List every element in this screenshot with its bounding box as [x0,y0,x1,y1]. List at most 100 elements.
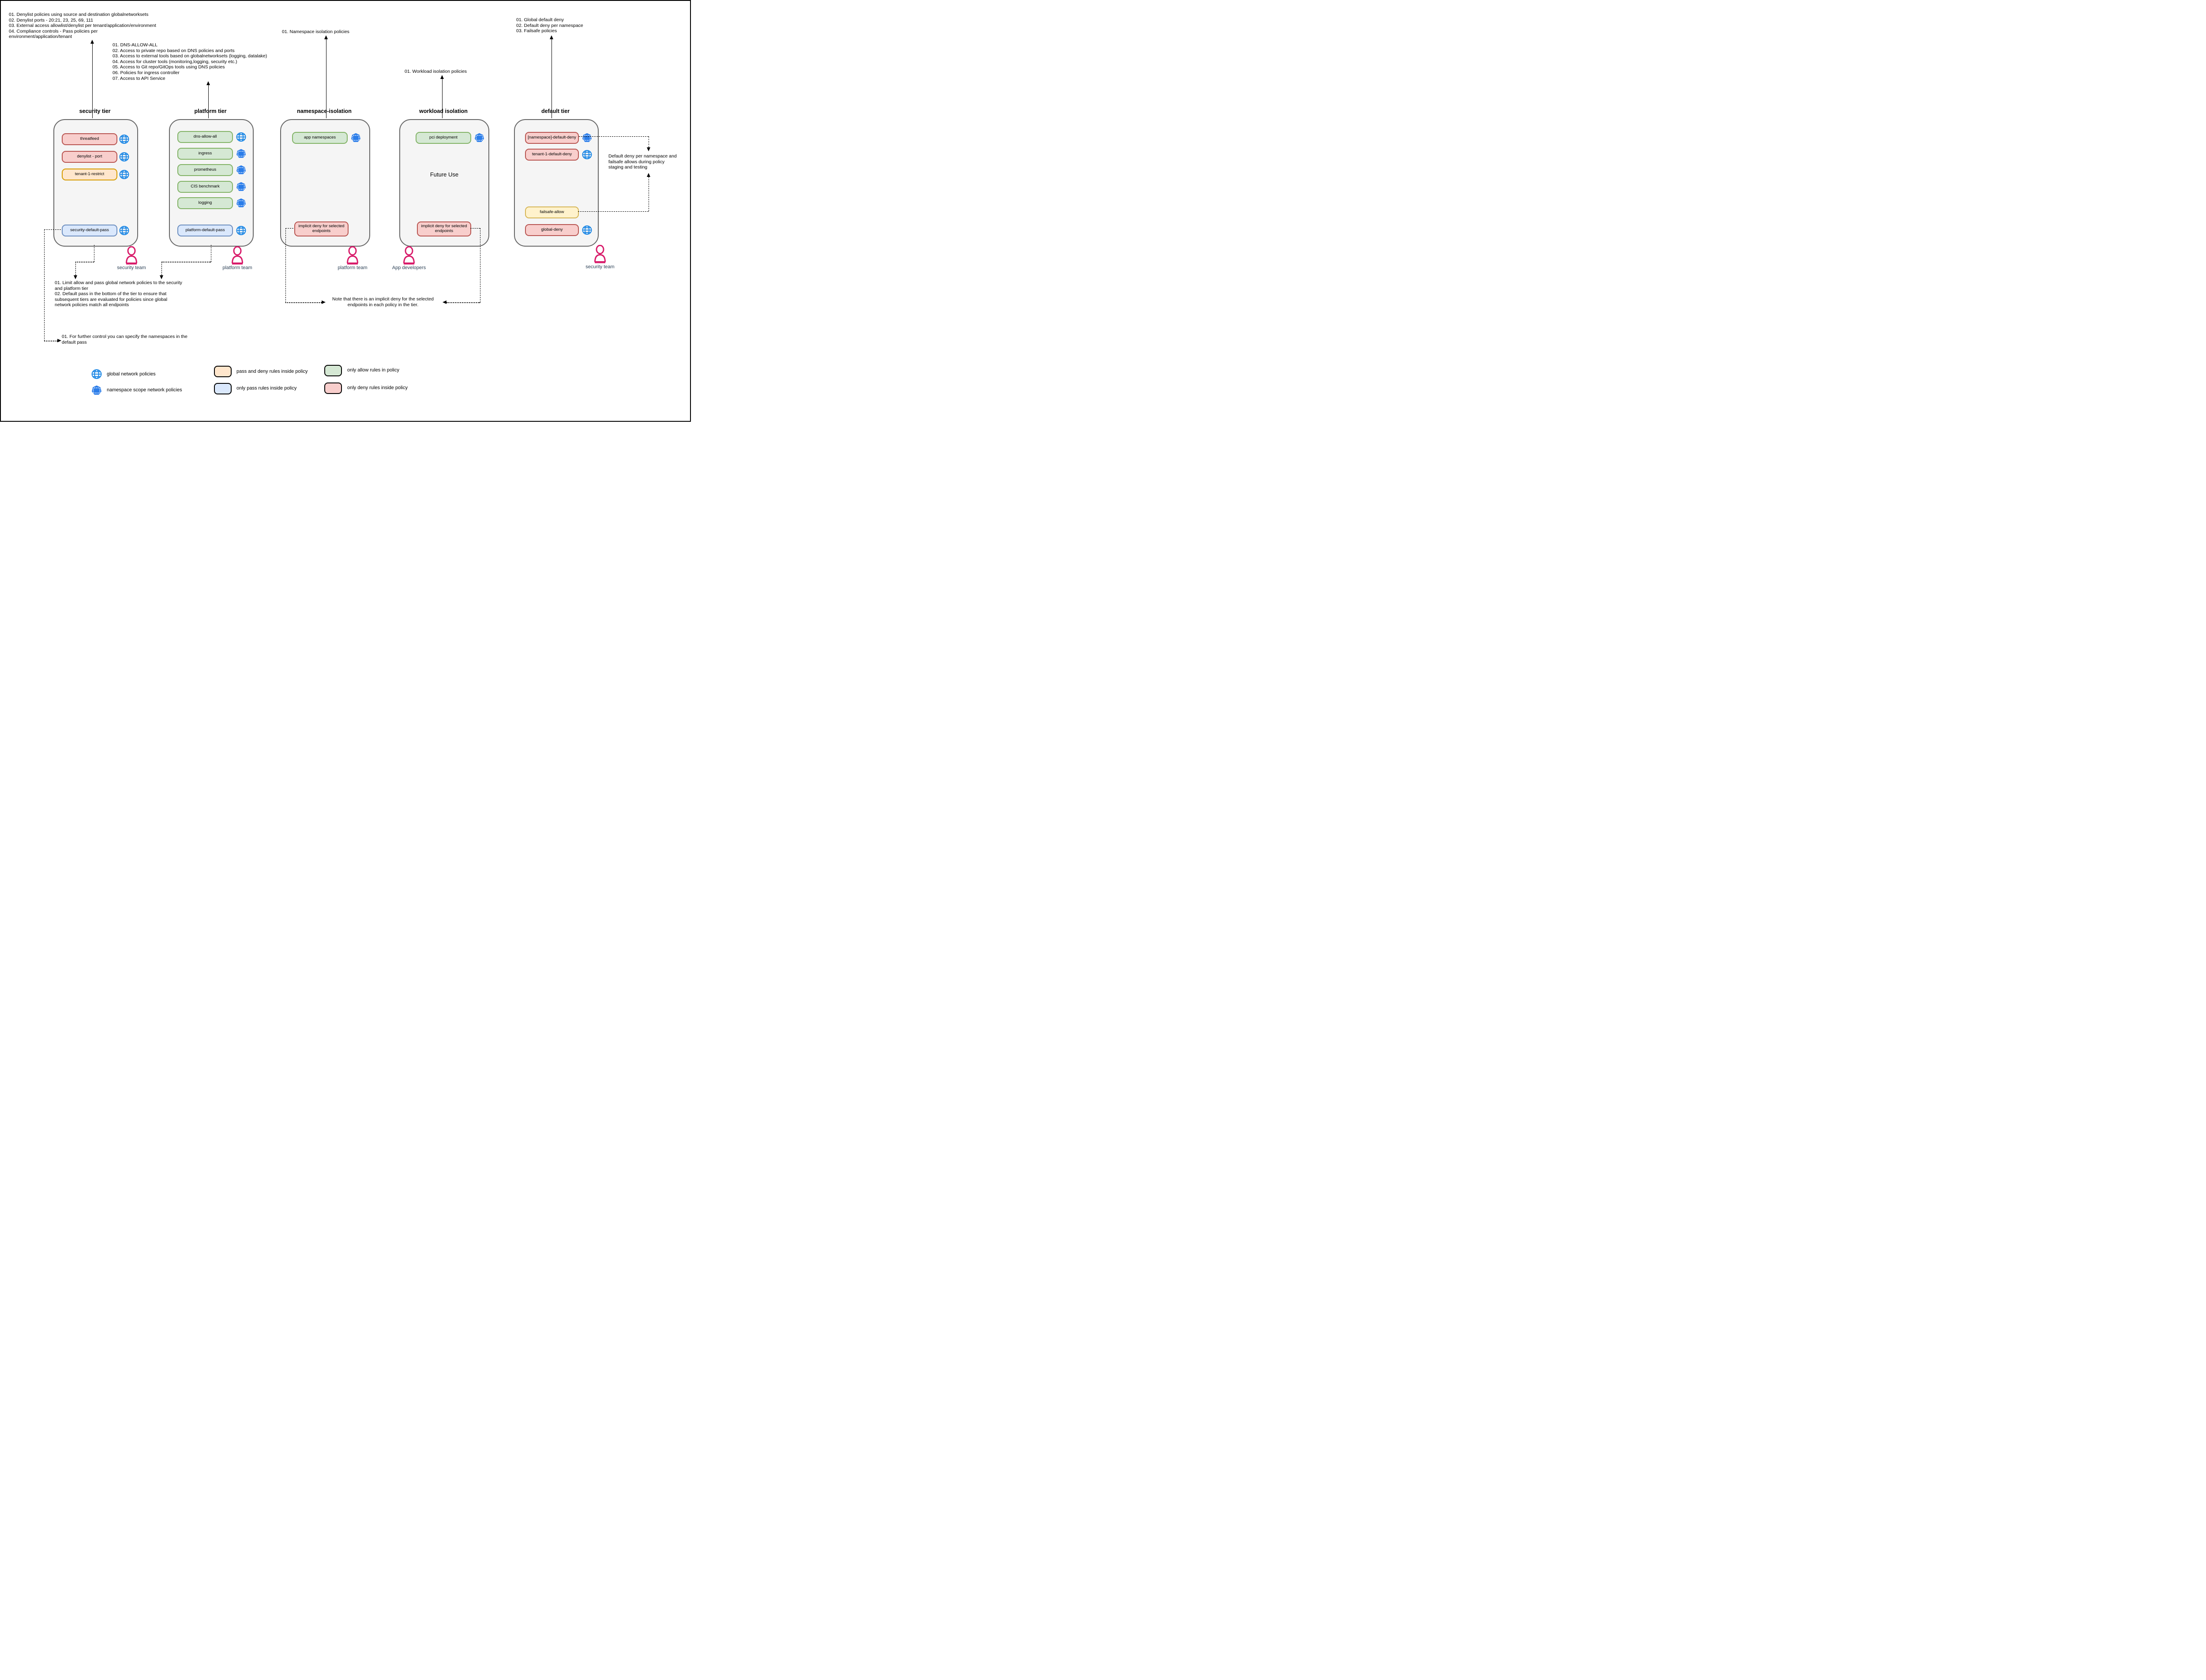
note-implicit-deny: Note that there is an implicit deny for … [332,296,434,308]
arrow-platform-to-note [208,84,209,118]
global-network-policy-icon [236,225,246,236]
legend-global-policies: global network policies [107,371,156,377]
connector-line [75,262,76,275]
namespace-policy-icon [474,133,484,143]
future-use-label: Future Use [430,171,459,178]
policy-dns-allow-all: dns-allow-all [177,131,233,143]
legend-swatch-blue [214,383,232,394]
arrowhead-down [74,275,77,279]
legend-pass-deny-rules: pass and deny rules inside policy [236,369,308,374]
note-default-policies: 01. Global default deny 02. Default deny… [516,17,583,34]
global-network-policy-icon [119,152,129,162]
legend-only-deny-rules: only deny rules inside policy [347,385,408,390]
policy-failsafe-allow: failsafe-allow [525,206,579,218]
namespace-policy-icon [236,198,246,208]
policy-global-deny: global-deny [525,224,579,236]
policy-namespace-default-deny: [namespace]-default-deny [525,132,579,144]
arrowhead-up [90,40,94,44]
connector-line [446,302,480,303]
global-network-policy-icon [119,169,129,180]
arrowhead-up [647,173,650,177]
connector-line [44,229,61,230]
policy-cis-benchmark: CIS benchmark [177,181,233,193]
policy-logging: logging [177,197,233,209]
arrowhead-up [550,35,553,39]
note-default-right: Default deny per namespace and failsafe … [608,154,677,170]
team-label-app-developers: App developers [392,265,426,270]
note-workload-policies: 01. Workload isolation policies [405,69,467,74]
connector-line [470,228,480,229]
legend-namespace-policies: namespace scope network policies [107,387,182,393]
arrowhead-right [322,300,326,304]
arrow-workload-to-note [442,78,443,118]
policy-tenant-1-default-deny: tenant-1-default-deny [525,149,579,161]
tier-box-default: [namespace]-default-deny tenant-1-defaul… [514,119,599,247]
note-limit-allow-pass: 01. Limit allow and pass global network … [55,280,182,308]
namespace-policy-icon [236,182,246,192]
global-network-policy-icon [582,150,592,160]
arrowhead-right [57,339,61,342]
global-network-policy-icon [91,369,102,379]
legend-swatch-red [324,382,342,394]
arrowhead-down [647,147,650,151]
legend-swatch-green [324,365,342,376]
policy-prometheus: prometheus [177,164,233,176]
arrow-security-to-note [92,42,93,118]
policy-pci-deployment: pci deployment [416,132,471,144]
arrowhead-down [160,275,163,279]
policy-denylist-port: denylist - port [62,151,117,163]
tier-box-security: threatfeed denylist - port tenant-1-rest… [53,119,138,247]
team-label-security-1: security team [117,265,146,270]
policy-platform-default-pass: platform-default-pass [177,225,233,236]
connector-line [285,228,293,229]
tier-box-workload-isolation: pci deployment Future Use implicit deny … [399,119,489,247]
connector-line [285,228,286,303]
note-further-control: 01. For further control you can specify … [62,334,188,345]
person-icon [345,246,360,265]
arrowhead-up [206,81,210,85]
policy-threatfeed: threatfeed [62,133,117,145]
global-network-policy-icon [119,134,129,144]
global-network-policy-icon [236,132,246,142]
note-namespace-policies: 01. Namespace isolation policies [282,29,349,34]
tier-title-platform: platform tier [194,108,227,114]
namespace-policy-icon [91,385,102,396]
global-network-policy-icon [582,225,592,235]
connector-line [285,302,322,303]
namespace-policy-icon [351,133,361,143]
tier-box-platform: dns-allow-all ingress prometheus CIS ben… [169,119,254,247]
person-icon [124,246,139,265]
policy-implicit-deny: implicit deny for selected endpoints [294,221,349,236]
team-label-platform-1: platform team [222,265,252,270]
connector-line [161,262,162,275]
connector-line [578,211,649,212]
namespace-policy-icon [236,165,246,175]
connector-line [579,136,649,137]
policy-app-namespaces: app namespaces [292,132,348,144]
tier-title-security: security tier [79,108,111,114]
person-icon [229,246,245,265]
tier-box-namespace-isolation: app namespaces implicit deny for selecte… [280,119,370,247]
legend-swatch-orange [214,366,232,377]
policy-security-default-pass: security-default-pass [62,225,117,236]
person-icon [401,246,417,265]
diagram-canvas: 01. Denylist policies using source and d… [0,0,691,422]
tier-title-namespace-isolation: namespace-isolation [297,108,352,114]
arrowhead-left [443,300,446,304]
team-label-security-2: security team [585,264,615,270]
global-network-policy-icon [119,225,129,236]
namespace-policy-icon [582,133,592,143]
note-security-policies: 01. Denylist policies using source and d… [9,12,156,40]
connector-line [44,229,45,341]
legend-only-allow-rules: only allow rules in policy [347,368,399,373]
namespace-policy-icon [236,149,246,159]
policy-implicit-deny: implicit deny for selected endpoints [417,221,471,236]
note-platform-policies: 01. DNS-ALLOW-ALL 02. Access to private … [113,42,267,81]
person-icon [592,245,608,263]
arrowhead-up [324,35,328,39]
tier-title-default: default tier [541,108,570,114]
legend-only-pass-rules: only pass rules inside policy [236,386,297,391]
policy-tenant-1-restrict: tenant-1-restrict [62,169,117,180]
policy-ingress: ingress [177,148,233,160]
team-label-platform-2: platform team [338,265,368,270]
